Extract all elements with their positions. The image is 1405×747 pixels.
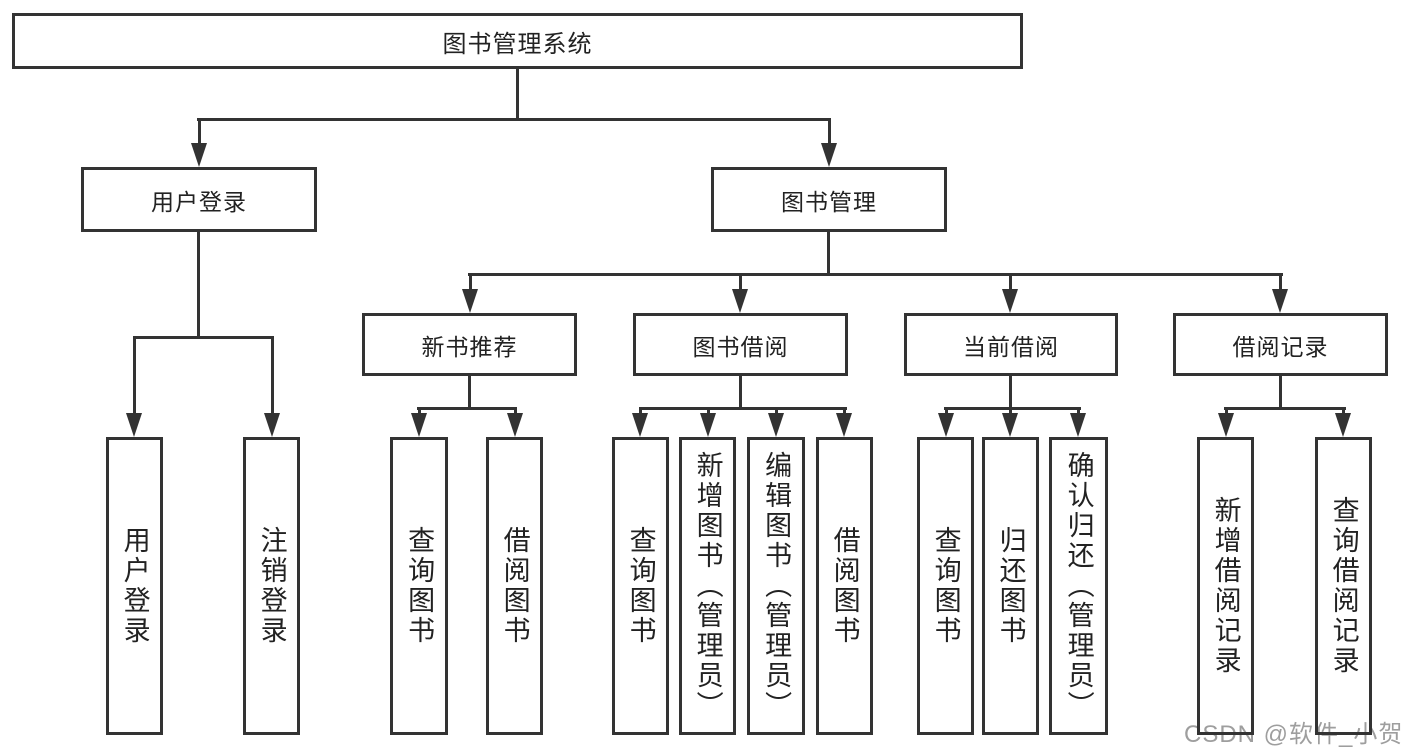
arrow-down (836, 410, 852, 437)
arrow-down (1335, 410, 1351, 437)
node-label: 当前借阅 (963, 333, 1059, 360)
node-label: 借阅图书 (499, 526, 530, 646)
node-book-management: 图书管理 (711, 167, 947, 232)
leaf-user-login: 用户登录 (106, 437, 163, 735)
arrow-down (768, 410, 784, 437)
node-label: 新增图书（管理员） (692, 451, 723, 721)
connector-bar (417, 407, 517, 410)
arrow-down (632, 410, 648, 437)
node-borrow-records: 借阅记录 (1173, 313, 1388, 376)
node-label: 查询图书 (930, 526, 961, 646)
leaf-query-borrow-record: 查询借阅记录 (1315, 437, 1372, 735)
arrow-down (821, 121, 837, 167)
node-label: 用户登录 (151, 188, 247, 215)
arrow-down (938, 410, 954, 437)
node-new-book-recommend: 新书推荐 (362, 313, 577, 376)
node-label: 新书推荐 (421, 333, 518, 360)
node-label: 注销登录 (256, 526, 287, 646)
node-user-login: 用户登录 (81, 167, 317, 232)
arrow-down (191, 121, 207, 167)
connector-stub (197, 232, 200, 339)
node-root-system: 图书管理系统 (12, 13, 1023, 69)
node-label: 用户登录 (119, 526, 150, 646)
leaf-borrow-books: 借阅图书 (816, 437, 873, 735)
connector-stub (827, 232, 830, 276)
leaf-return-books: 归还图书 (982, 437, 1039, 735)
connector-stub (516, 69, 519, 121)
connector-bar (197, 118, 831, 121)
leaf-borrow-books: 借阅图书 (486, 437, 543, 735)
arrow-down (1070, 410, 1086, 437)
node-label: 图书管理系统 (442, 30, 593, 58)
connector-stub (468, 376, 471, 410)
arrow-down (1272, 276, 1288, 313)
arrow-down (732, 276, 748, 313)
node-label: 确认归还（管理员） (1063, 451, 1094, 721)
connector-bar (639, 407, 847, 410)
node-label: 查询借阅记录 (1328, 496, 1359, 676)
arrow-down (264, 339, 280, 437)
node-label: 新增借阅记录 (1210, 496, 1241, 676)
node-label: 查询图书 (404, 526, 435, 646)
leaf-query-books: 查询图书 (612, 437, 669, 735)
node-label: 借阅记录 (1232, 333, 1329, 360)
leaf-add-books-admin: 新增图书（管理员） (679, 437, 736, 735)
connector-bar (133, 336, 274, 339)
connector-bar (1224, 407, 1346, 410)
arrow-down (1218, 410, 1234, 437)
connector-bar (468, 273, 1283, 276)
node-label: 查询图书 (625, 526, 656, 646)
arrow-down (126, 339, 142, 437)
connector-bar (944, 407, 1081, 410)
arrow-down (700, 410, 716, 437)
connector-stub (739, 376, 742, 410)
leaf-add-borrow-record: 新增借阅记录 (1197, 437, 1254, 735)
connector-stub (1009, 376, 1012, 410)
arrow-down (1002, 410, 1018, 437)
leaf-logout: 注销登录 (243, 437, 300, 735)
node-current-borrow: 当前借阅 (904, 313, 1118, 376)
connector-stub (1279, 376, 1282, 410)
node-label: 归还图书 (995, 526, 1026, 646)
arrow-down (1002, 276, 1018, 313)
node-label: 借阅图书 (829, 526, 860, 646)
node-book-borrow: 图书借阅 (633, 313, 848, 376)
arrow-down (462, 276, 478, 313)
node-label: 编辑图书（管理员） (761, 451, 792, 721)
arrow-down (507, 410, 523, 437)
leaf-query-books: 查询图书 (917, 437, 974, 735)
node-label: 图书管理 (781, 188, 877, 215)
node-label: 图书借阅 (692, 333, 789, 360)
leaf-confirm-return-admin: 确认归还（管理员） (1049, 437, 1108, 735)
arrow-down (411, 410, 427, 437)
leaf-edit-books-admin: 编辑图书（管理员） (747, 437, 805, 735)
leaf-query-books: 查询图书 (390, 437, 448, 735)
